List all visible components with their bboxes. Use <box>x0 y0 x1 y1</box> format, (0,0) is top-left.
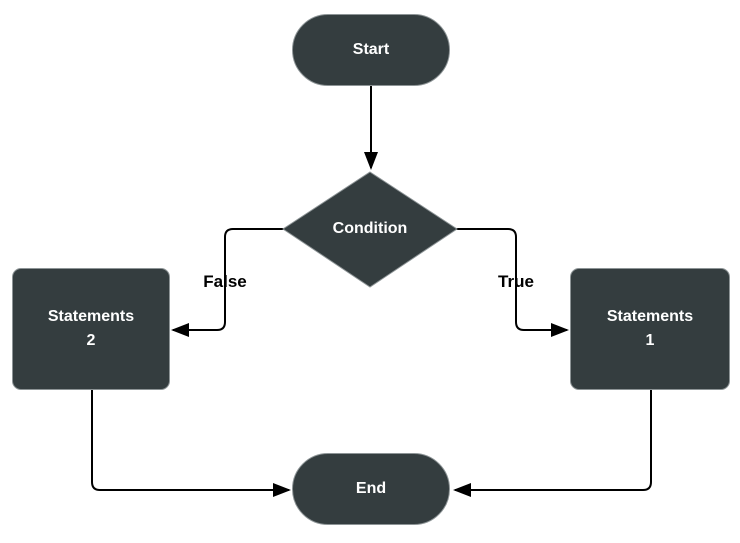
node-statements-2-label: Statements <box>47 308 135 325</box>
node-statements-1-sublabel: 1 <box>645 332 655 349</box>
node-end[interactable]: End <box>292 453 450 525</box>
edge-condition-to-statements-1[interactable] <box>455 228 569 337</box>
edge-label-false[interactable]: False <box>203 272 247 291</box>
node-end-label: End <box>355 480 387 497</box>
node-statements-1-label: Statements <box>606 308 694 325</box>
node-start[interactable]: Start <box>292 14 450 86</box>
node-statements-1[interactable]: Statements 1 <box>570 268 730 390</box>
node-statements-2-sublabel: 2 <box>86 332 96 349</box>
edge-statements-1-to-end[interactable] <box>453 390 652 497</box>
node-start-label: Start <box>352 41 390 58</box>
edge-label-true[interactable]: True <box>498 272 534 291</box>
node-condition[interactable] <box>282 171 458 288</box>
node-condition-label: Condition <box>332 220 408 237</box>
edge-condition-to-statements-2[interactable] <box>171 228 285 337</box>
edge-statements-2-to-end[interactable] <box>91 390 291 497</box>
node-statements-2[interactable]: Statements 2 <box>12 268 170 390</box>
